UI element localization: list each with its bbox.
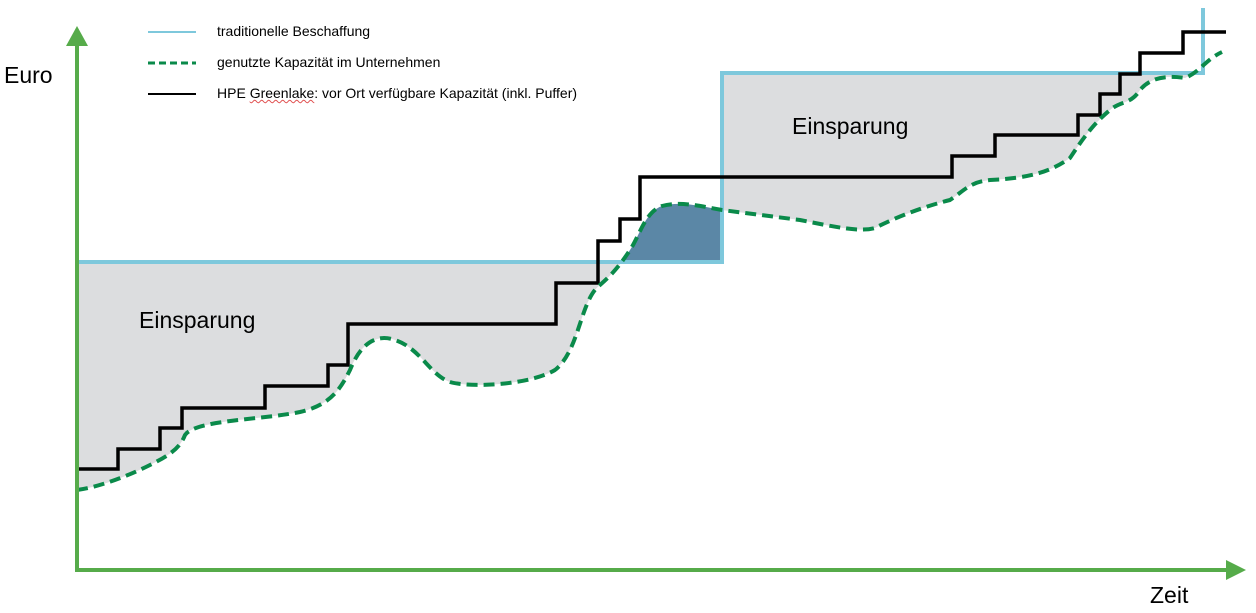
y-axis-arrow-icon: [66, 26, 88, 46]
legend-label-suffix: : vor Ort verfügbare Kapazität (inkl. Pu…: [314, 85, 578, 101]
legend-label-underlined: Greenlake: [249, 85, 315, 101]
x-axis-label: Zeit: [1150, 582, 1189, 608]
legend-label-prefix: HPE: [217, 85, 250, 101]
x-axis-arrow-icon: [1226, 560, 1246, 580]
savings-label-left: Einsparung: [139, 307, 256, 333]
traditional-procurement-line: [77, 8, 1205, 264]
y-axis-label: Euro: [4, 62, 53, 88]
legend-label-greenlake: HPE Greenlake: vor Ort verfügbare Kapazi…: [217, 85, 577, 101]
legend-label-traditional: traditionelle Beschaffung: [217, 23, 371, 39]
used-capacity-line: [76, 50, 1223, 492]
greenlake-capacity-line: [77, 30, 1226, 471]
savings-label-right: Einsparung: [792, 113, 909, 139]
legend-label-used: genutzte Kapazität im Unternehmen: [217, 54, 441, 70]
